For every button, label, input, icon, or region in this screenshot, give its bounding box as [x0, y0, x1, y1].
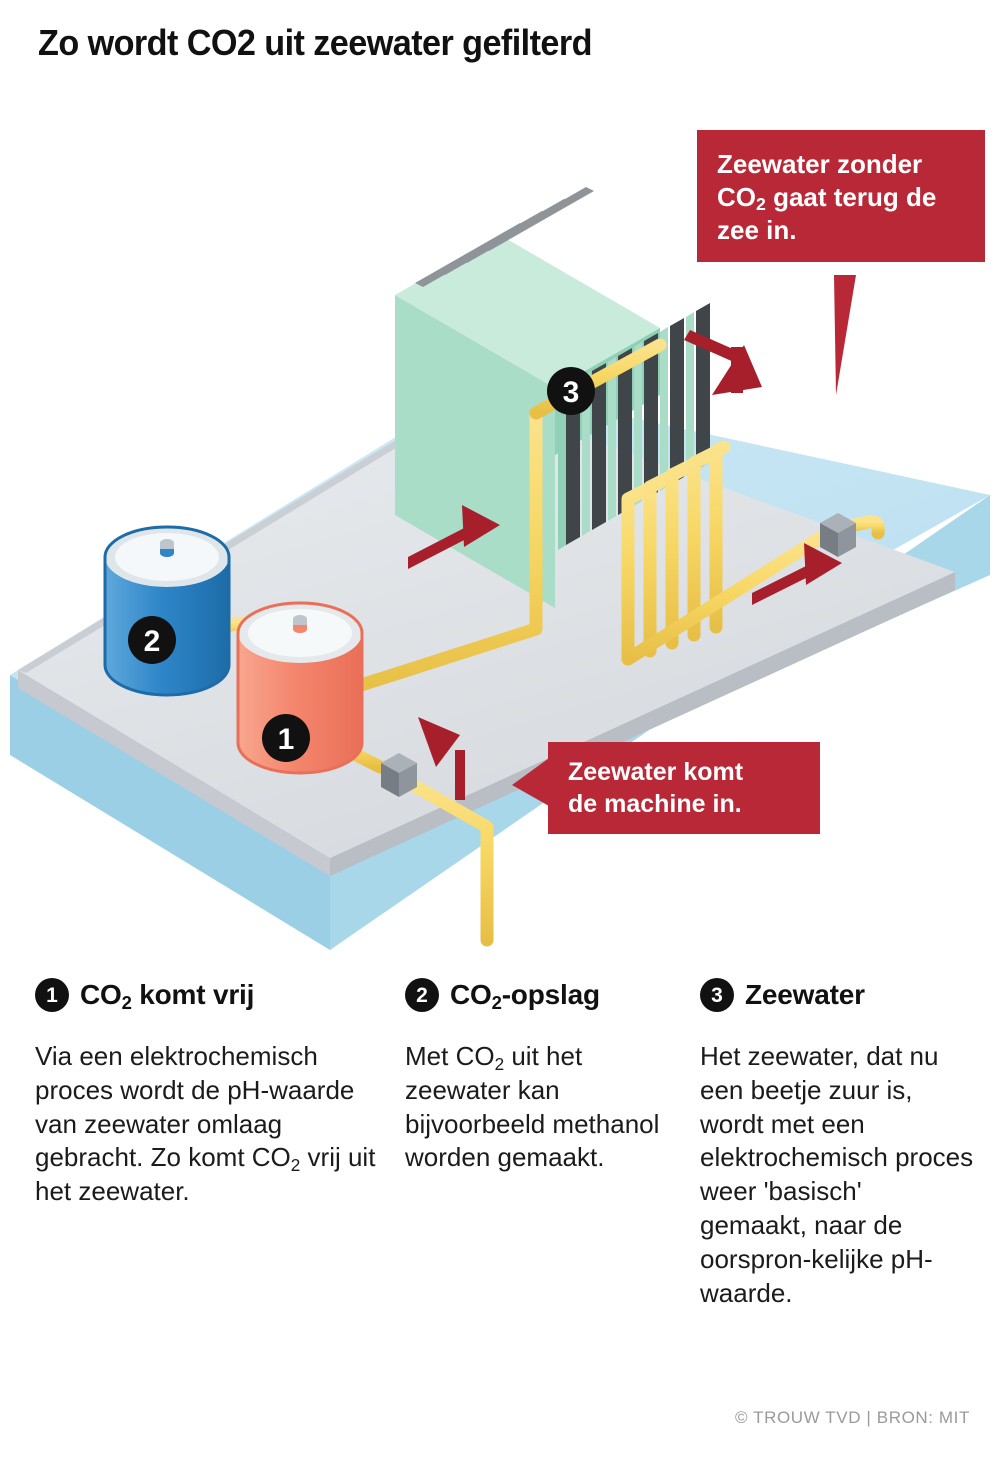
legend-heading-1: 1 CO2 komt vrij	[35, 972, 380, 1018]
legend-body-1-part2: vrij uit het zeewater.	[35, 1142, 376, 1207]
legend-body-3: Het zeewater, dat nu een beetje zuur is,…	[700, 1041, 974, 1308]
diagram-badge-3: 3	[547, 367, 595, 415]
pump-outlet	[820, 513, 856, 557]
filter-top-grooves	[415, 187, 594, 287]
legend-body-2-sub: 2	[494, 1054, 505, 1074]
diagram-badge-1: 1	[262, 714, 310, 762]
callout-bottom-line-1: Zeewater komt	[568, 758, 744, 786]
legend-body-2-part2: uit het zeewater kan bijvoorbeeld methan…	[405, 1041, 660, 1173]
callout-top-line-2: CO2 gaat terug de	[717, 181, 969, 214]
legend-title-1-sub: 2	[121, 992, 132, 1013]
flow-arrows	[408, 330, 842, 800]
legend-column-3: 3 Zeewater Het zeewater, dat nu een beet…	[700, 972, 975, 1310]
source-credit: © TROUW TVD | BRON: MIT	[734, 1408, 970, 1427]
svg-text:2: 2	[144, 625, 161, 658]
callout-top-co-text: CO	[717, 181, 756, 212]
legend-title-1-pre: CO	[80, 979, 122, 1010]
pipe-inlet	[392, 770, 494, 947]
arrow-inlet	[418, 717, 465, 800]
legend-heading-3: 3 Zeewater	[700, 972, 975, 1018]
legend-badge-1: 1	[35, 978, 69, 1012]
pipe-red-tank-to-filter	[323, 406, 543, 702]
legend-body-2: Met CO2 uit het zeewater kan bijvoorbeel…	[405, 1040, 680, 1175]
pipe-outlet-hook	[839, 515, 885, 540]
arrow-filter-down	[684, 330, 762, 395]
legend-title-2-sub: 2	[491, 992, 502, 1013]
legend-body-2-part1: Met CO	[405, 1041, 495, 1071]
legend-heading-2: 2 CO2-opslag	[405, 972, 680, 1018]
callout-top-line-1: Zeewater zonder	[717, 149, 923, 179]
legend-title-2-post: -opslag	[501, 979, 600, 1010]
diagram-badge-2: 2	[128, 616, 176, 664]
legend-title-3: Zeewater	[745, 979, 865, 1011]
pipe-comb-5	[709, 440, 731, 634]
legend-column-1: 1 CO2 komt vrij Via een elektrochemisch …	[35, 972, 380, 1209]
legend-badge-2: 2	[405, 978, 439, 1012]
svg-text:3: 3	[563, 376, 580, 409]
legend-body-1-sub: 2	[290, 1155, 301, 1176]
legend-title-2-pre: CO	[450, 979, 492, 1010]
callout-top-line2-rest: gaat terug de	[765, 181, 937, 212]
arrow-mid-deck	[408, 505, 500, 569]
pipe-collector-header	[621, 531, 827, 666]
page-title: Zo wordt CO2 uit zeewater gefilterd	[38, 22, 592, 63]
process-illustration: 2 1 3	[0, 95, 1000, 985]
blue-tank	[103, 525, 231, 697]
callout-bottom-line-2: de machine in.	[568, 789, 742, 818]
callout-seawater-out: Zeewater zonder CO2 gaat terug de zee in…	[697, 130, 985, 263]
callout-seawater-in: Zeewater komt de machine in.	[548, 742, 820, 834]
svg-text:1: 1	[278, 723, 295, 756]
callout-top-tail	[834, 275, 856, 395]
callout-top-co-subscript: 2	[756, 193, 766, 214]
legend-body-1: Via een elektrochemisch proces wordt de …	[35, 1040, 380, 1209]
legend-title-1-post: komt vrij	[131, 979, 255, 1010]
callout-bottom-tail	[512, 753, 556, 810]
legend: 1 CO2 komt vrij Via een elektrochemisch …	[0, 972, 1000, 1392]
pump-inlet	[381, 753, 417, 797]
legend-title-1: CO2 komt vrij	[80, 979, 255, 1013]
legend-badge-3: 3	[700, 978, 734, 1012]
callout-top-line-3: zee in.	[717, 214, 797, 245]
legend-title-2: CO2-opslag	[450, 979, 600, 1013]
legend-column-2: 2 CO2-opslag Met CO2 uit het zeewater ka…	[405, 972, 680, 1175]
legend-title-3-pre: Zeewater	[745, 979, 865, 1010]
arrow-outlet	[752, 543, 842, 605]
legend-body-1-part1: Via een elektrochemisch proces wordt de …	[35, 1041, 355, 1173]
